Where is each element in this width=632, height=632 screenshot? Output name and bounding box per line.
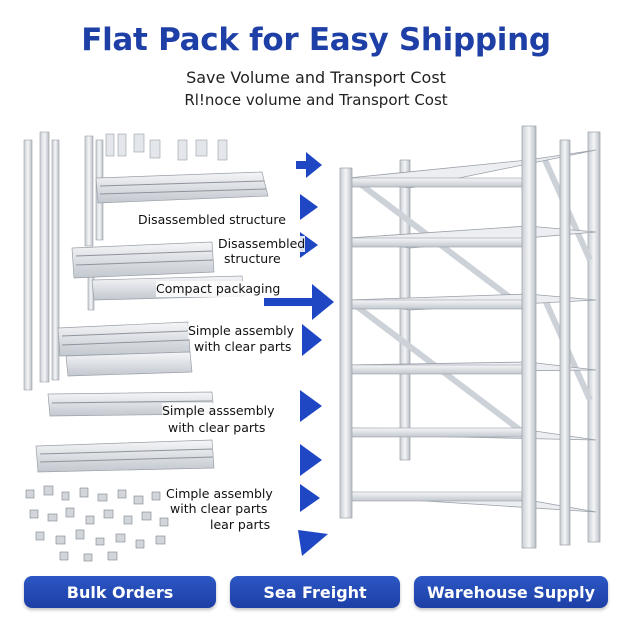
- arrow-icon: [300, 194, 318, 220]
- subtitle: Save Volume and Transport Cost: [186, 68, 446, 87]
- subtitle-garbled: Rl!noce volume and Transport Cost: [184, 91, 448, 109]
- page-title: Flat Pack for Easy Shipping: [81, 22, 551, 58]
- label-structure: structure: [224, 251, 281, 267]
- arrow-icon: [312, 284, 334, 320]
- label-disassembled-structure: Disassembled structure: [138, 212, 286, 228]
- assembled-shelf: [339, 125, 601, 549]
- hardware-parts: [25, 485, 169, 562]
- label-clear-parts-2: with clear parts: [168, 420, 266, 436]
- sea-freight-button[interactable]: Sea Freight: [230, 576, 400, 608]
- label-compact-packaging: Compact packaging: [156, 281, 281, 297]
- label-simple-assembly-2: Simple asssembly: [162, 403, 275, 419]
- warehouse-supply-button[interactable]: Warehouse Supply: [414, 576, 608, 608]
- bulk-orders-button[interactable]: Bulk Orders: [24, 576, 216, 608]
- label-simple-assembly-3: Cimple assembly: [166, 486, 273, 502]
- label-clear-parts-4: lear parts: [210, 517, 271, 533]
- arrow-icon: [306, 152, 322, 178]
- connector-pieces: [105, 133, 228, 161]
- label-clear-parts-3: with clear parts: [170, 501, 268, 517]
- label-clear-parts-1: with clear parts: [194, 339, 292, 355]
- arrow-icon: [302, 324, 322, 356]
- arrow-icon: [298, 530, 328, 556]
- arrow-icon: [300, 444, 322, 476]
- arrow-icon: [300, 484, 320, 512]
- arrow-icon: [300, 390, 322, 422]
- label-simple-assembly-1: Simple assembly: [188, 323, 295, 339]
- label-disassembled: Disassembled: [218, 236, 306, 252]
